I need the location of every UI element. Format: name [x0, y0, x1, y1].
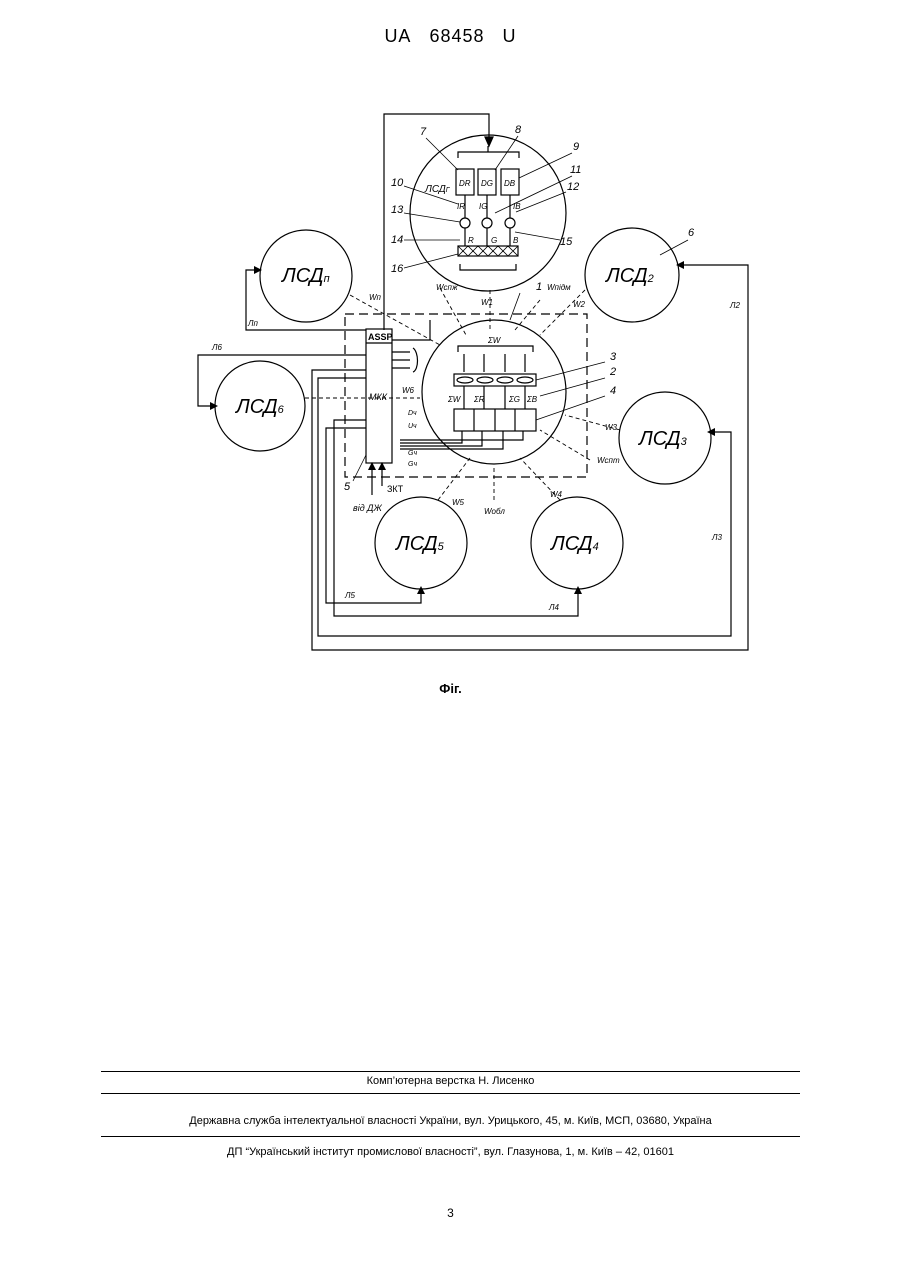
- line-l6: Л6: [211, 343, 222, 352]
- part-3: 3: [610, 351, 617, 363]
- flux-w1: W1: [481, 298, 493, 307]
- line-l4: Л4: [548, 603, 559, 612]
- figure-caption: Фіг.: [0, 681, 901, 696]
- module-label-6: ЛСД6: [234, 396, 285, 418]
- part-7: 7: [420, 126, 427, 138]
- part-2: 2: [609, 366, 616, 378]
- line-ln: Лп: [247, 319, 258, 328]
- footer-layout-credit: Комп’ютерна верстка Н. Лисенко: [101, 1075, 800, 1087]
- input-vid: від ДЖ: [353, 503, 383, 513]
- sum-r: ΣR: [473, 395, 485, 404]
- line-l5: Л5: [344, 591, 355, 600]
- sum-w-top: ΣW: [487, 336, 502, 345]
- rgb-r: R: [468, 236, 474, 245]
- flux-w2: W2: [573, 300, 586, 309]
- part-4: 4: [610, 385, 616, 397]
- sum-w: ΣW: [447, 395, 462, 404]
- line-l3: Л3: [711, 533, 722, 542]
- part-5: 5: [344, 481, 351, 493]
- signal-g1: Gч: [408, 450, 417, 457]
- part-6: 6: [688, 227, 695, 239]
- d-label-b: DB: [504, 179, 516, 188]
- footer-rule-top: [101, 1071, 800, 1072]
- part-8: 8: [515, 124, 522, 136]
- part-9: 9: [573, 141, 579, 153]
- signal-d: Dч: [408, 410, 417, 417]
- module-label-n: ЛСДп: [280, 265, 330, 287]
- part-15: 15: [560, 236, 573, 248]
- footer-rule-bottom: [101, 1136, 800, 1137]
- module-label-4: ЛСД4: [549, 533, 599, 555]
- flux-w4: W4: [550, 490, 563, 499]
- module-label-3: ЛСД3: [637, 428, 688, 450]
- d-label-r: DR: [459, 179, 471, 188]
- current-r: IR: [457, 202, 465, 211]
- part-16: 16: [391, 263, 404, 275]
- rgb-g: G: [491, 236, 497, 245]
- footer-agency: Державна служба інтелектуальної власност…: [101, 1115, 800, 1127]
- module-label-2: ЛСД2: [604, 265, 654, 287]
- signal-g2: Gч: [408, 461, 417, 468]
- sum-b: ΣB: [526, 395, 538, 404]
- part-11: 11: [570, 164, 581, 176]
- part-13: 13: [391, 204, 404, 216]
- flux-wobl: Wобл: [484, 507, 505, 516]
- flux-wn: Wп: [369, 293, 382, 302]
- footer-institute: ДП “Український інститут промислової вла…: [101, 1146, 800, 1158]
- module-label-5: ЛСД5: [394, 533, 445, 555]
- line-l2: Л2: [729, 301, 740, 310]
- current-g: IG: [479, 202, 487, 211]
- flux-w3: W3: [605, 423, 618, 432]
- footer-rule-middle: [101, 1093, 800, 1094]
- sum-g: ΣG: [508, 395, 520, 404]
- part-10: 10: [391, 177, 404, 189]
- flux-w6: W6: [402, 386, 415, 395]
- part-14: 14: [391, 234, 403, 246]
- d-label-g: DG: [481, 179, 493, 188]
- page-number: 3: [0, 1206, 901, 1220]
- controller-top-label: ASSP: [368, 332, 393, 342]
- flux-w5: W5: [452, 498, 465, 507]
- main-detector-label: ЛСДГ: [424, 184, 451, 195]
- part-1: 1: [536, 281, 542, 293]
- flux-wspt: Wспт: [597, 456, 620, 465]
- rgb-b: B: [513, 236, 519, 245]
- input-zkt: ЗКТ: [387, 484, 404, 494]
- signal-u: Uч: [408, 423, 417, 430]
- part-12: 12: [567, 181, 579, 193]
- patent-figure: ЛСДп ЛСД2 ЛСД6 ЛСД3 ЛСД5 ЛСД4 ЛСДГ ASSP …: [0, 0, 901, 700]
- flux-wspzh: Wспж: [436, 283, 458, 292]
- flux-wpidm: Wпідм: [547, 283, 571, 292]
- main-detector-circle: [410, 135, 566, 291]
- controller-main-label: МКК: [369, 392, 388, 402]
- current-b: IB: [513, 202, 521, 211]
